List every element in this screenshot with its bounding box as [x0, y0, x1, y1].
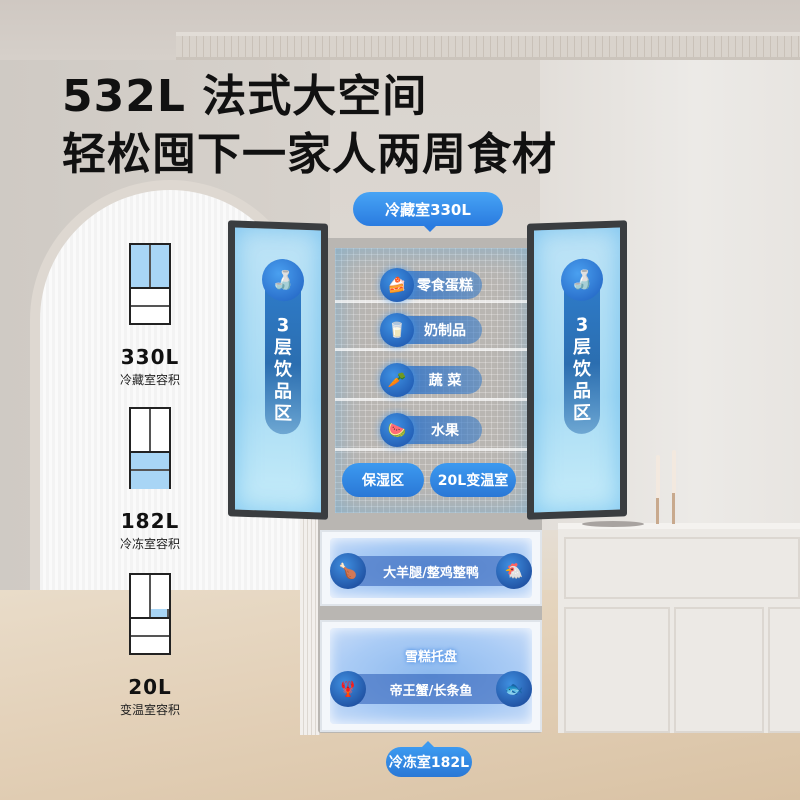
shelf-label-fruit: 🍉 水果 [380, 413, 482, 447]
roast-chicken-icon: 🍗 [330, 553, 366, 589]
cornice-molding [176, 32, 800, 60]
plate [582, 521, 644, 527]
cabinet-door [564, 607, 670, 733]
lobster-icon: 🦞 [330, 671, 366, 707]
right-door: 🍶 3 层 饮 品 区 [527, 220, 627, 520]
drinks-zone-label: 3 层 饮 品 区 [573, 314, 591, 425]
freezer-drawer-1: 🍗 大羊腿/整鸡整鸭 🐔 [320, 530, 542, 606]
fish-icon: 🐟 [496, 671, 532, 707]
drinks-zone-pill: 🍶 3 层 饮 品 区 [262, 258, 304, 435]
variable-temp-zone-button: 20L变温室 [430, 463, 516, 497]
cabinet-drawer [564, 537, 800, 599]
spec-value: 182L [120, 509, 180, 533]
drawer-1-label: 🍗 大羊腿/整鸡整鸭 🐔 [330, 553, 532, 589]
shelf-label-dairy: 🥛 奶制品 [380, 313, 482, 347]
badge-pointer [422, 741, 434, 747]
cake-icon: 🍰 [380, 268, 414, 302]
spec-value: 20L [128, 675, 172, 699]
candle [656, 455, 660, 500]
spec-label: 冷藏室容积 [119, 373, 180, 387]
candle [672, 450, 676, 495]
cabinet-door [768, 607, 800, 733]
cabinet-door [674, 607, 764, 733]
headline-line-1: 532L 法式大空间 [62, 71, 428, 122]
drawer-2-label: 🦞 帝王蟹/长条鱼 🐟 [330, 671, 532, 707]
carrot-icon: 🥕 [380, 363, 414, 397]
spec-label: 冷冻室容积 [119, 537, 180, 551]
pillar [300, 500, 320, 735]
headline: 532L 法式大空间 轻松囤下一家人两周食材 [62, 68, 557, 184]
shelf-label-snacks: 🍰 零食蛋糕 [380, 268, 482, 302]
fridge-layout-icon [129, 407, 171, 489]
drinks-zone-label: 3 层 饮 品 区 [274, 314, 292, 425]
spec-variable-capacity: 20L 变温室容积 [100, 573, 200, 718]
bottle-icon: 🍶 [262, 258, 304, 302]
drinks-zone-pill: 🍶 3 层 饮 品 区 [561, 258, 603, 435]
shelf-label-vegetables: 🥕 蔬 菜 [380, 363, 482, 397]
spec-fridge-capacity: 330L 冷藏室容积 [100, 243, 200, 388]
fruit-slice-icon: 🍉 [380, 413, 414, 447]
bottle-icon: 🍶 [561, 258, 603, 302]
humidity-zone-button: 保湿区 [342, 463, 424, 497]
spec-value: 330L [120, 345, 180, 369]
chicken-icon: 🐔 [496, 553, 532, 589]
left-door: 🍶 3 层 饮 品 区 [228, 220, 328, 520]
fridge-layout-icon [129, 243, 171, 325]
fridge-capacity-badge: 冷藏室330L [353, 192, 503, 226]
headline-line-2: 轻松囤下一家人两周食材 [62, 129, 557, 180]
milk-carton-icon: 🥛 [380, 313, 414, 347]
ice-cream-tray-label: 雪糕托盘 [404, 650, 457, 665]
freezer-drawer-2: 雪糕托盘 🦞 帝王蟹/长条鱼 🐟 [320, 620, 542, 732]
fridge-layout-icon [129, 573, 171, 655]
sideboard-cabinet [558, 523, 800, 733]
freezer-capacity-badge: 冷冻室182L [386, 747, 472, 777]
badge-pointer [424, 226, 436, 232]
candle-holder [656, 498, 659, 524]
spec-freezer-capacity: 182L 冷冻室容积 [100, 407, 200, 552]
candle-holder [672, 493, 675, 524]
spec-label: 变温室容积 [119, 703, 180, 717]
